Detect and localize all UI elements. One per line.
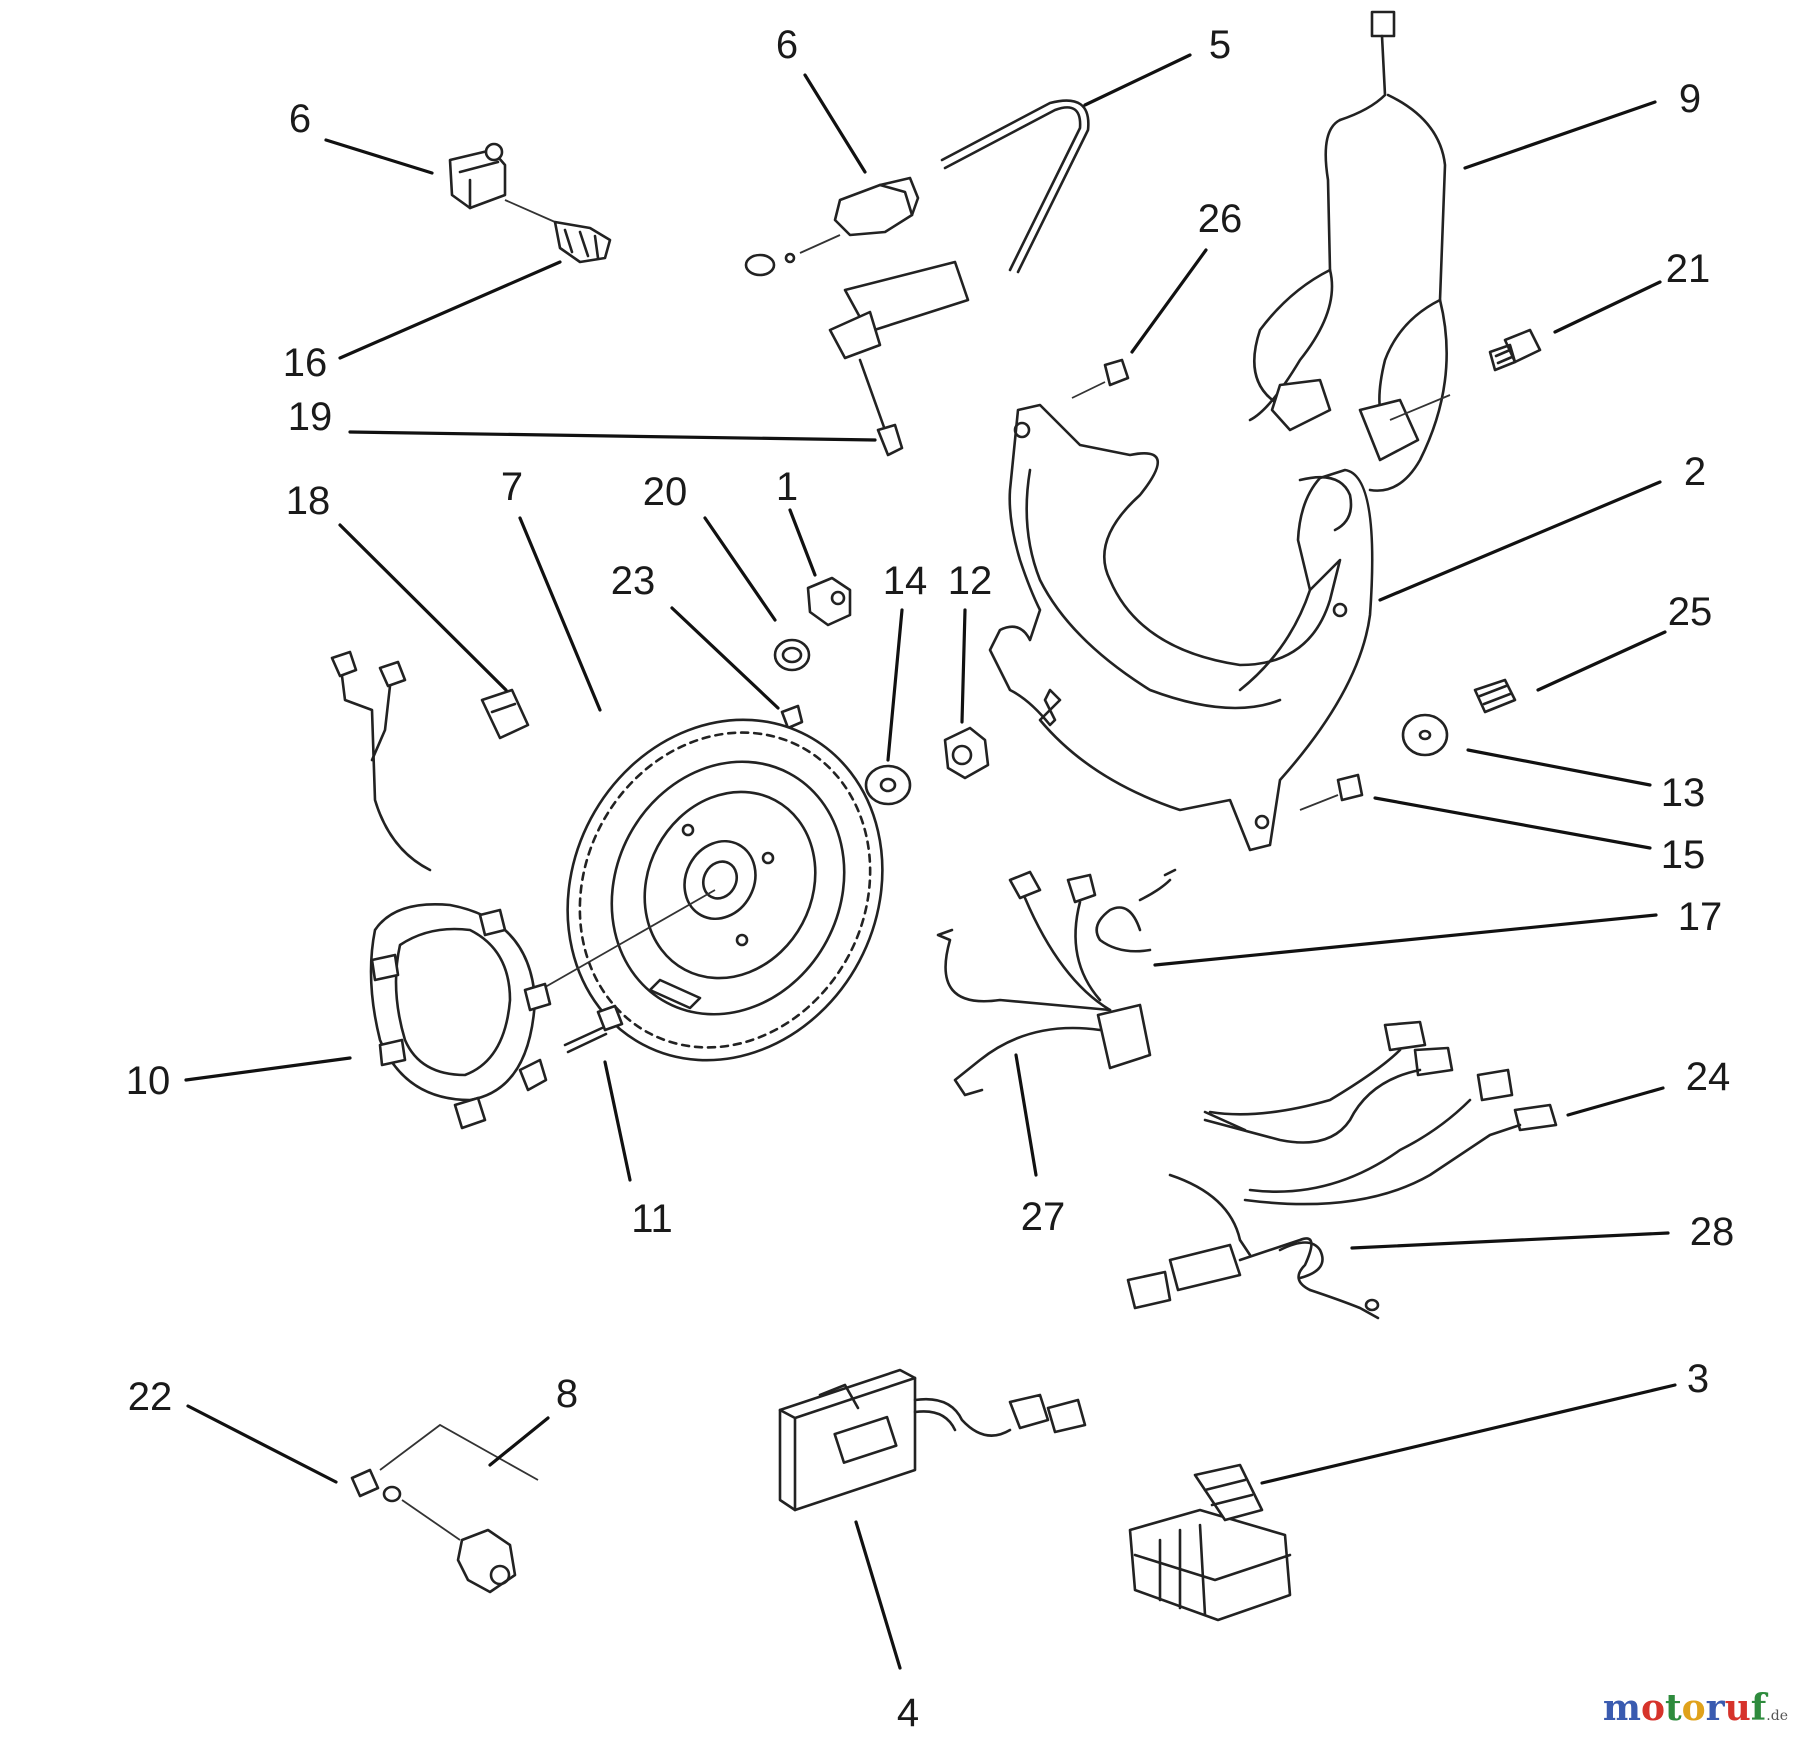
leader-2 [1378,480,1662,602]
callout-14: 14 [883,559,928,603]
callout-6-left: 6 [289,97,311,141]
callout-12: 12 [948,559,993,603]
part-28-harness [1126,1173,1380,1320]
part-6-connector-left [448,142,556,223]
part-23-key [780,704,804,730]
part-7-flywheel [539,718,884,1062]
callout-10: 10 [126,1059,171,1103]
callout-7: 7 [501,465,523,509]
callout-24: 24 [1686,1055,1731,1099]
part-13-washer [1401,713,1449,757]
callout-labels: 6 16 6 5 9 26 21 19 2 18 7 20 1 23 14 12… [126,23,1735,1735]
leader-25 [1536,630,1667,692]
callout-1: 1 [776,465,798,509]
part-6-plug-boot [744,176,920,277]
watermark-letter: u [1724,1687,1751,1729]
callout-21: 21 [1666,247,1711,291]
leader-26 [1130,248,1208,354]
watermark-suffix: .de [1766,1708,1788,1724]
callout-22: 22 [128,1375,173,1419]
part-3-regulator [1128,1463,1292,1622]
callout-15: 15 [1661,833,1706,877]
callout-28: 28 [1690,1210,1735,1254]
callout-20: 20 [643,470,688,514]
leader-22 [186,1404,338,1484]
watermark-letter: t [1664,1687,1682,1729]
callout-13: 13 [1661,771,1706,815]
leader-10 [184,1056,352,1082]
leader-13 [1466,748,1652,787]
watermark-letters: motoruf [1603,1687,1766,1729]
leader-27 [1014,1053,1038,1177]
part-12-nut [943,726,990,780]
leader-19 [348,430,877,442]
part-5-ignition-wire [828,99,1090,457]
leader-lines [184,53,1677,1670]
part-4-module [778,1368,1087,1512]
part-15-stud [1299,773,1364,811]
callout-4: 4 [897,1691,919,1735]
callout-18: 18 [286,479,331,523]
part-20-washer [773,638,811,672]
part-26-fastener [1071,358,1130,399]
leader-3 [1260,1383,1677,1485]
part-10-stator [330,650,552,1130]
leader-24 [1566,1086,1665,1117]
callout-23: 23 [611,559,656,603]
watermark-logo: motoruf.de [1603,1687,1788,1729]
leader-1 [788,508,817,577]
leader-8 [488,1416,550,1467]
watermark-letter: o [1640,1687,1665,1729]
leader-17 [1153,913,1658,967]
leader-14 [886,608,904,762]
callout-26: 26 [1198,197,1243,241]
part-2-blower-housing [988,403,1374,852]
callout-11: 11 [631,1197,673,1241]
part-8-solenoid [379,1423,539,1594]
leader-7 [518,516,602,712]
part-17-harness [936,868,1177,1097]
leader-4 [854,1520,902,1670]
leader-16 [338,260,562,360]
callout-6-top: 6 [776,23,798,67]
callout-5: 5 [1209,23,1231,67]
part-16-terminal [553,220,612,264]
callout-9: 9 [1679,77,1701,121]
watermark-letter: m [1602,1687,1641,1729]
part-25-screw [1473,678,1517,714]
leader-6-left [324,138,434,175]
leader-18 [338,523,508,692]
callout-25: 25 [1668,590,1713,634]
leader-23 [670,606,780,710]
part-22-screw [350,1468,461,1541]
leader-9 [1463,100,1657,170]
part-1-nut [806,576,852,627]
watermark-letter: f [1750,1687,1767,1729]
leader-28 [1350,1231,1670,1250]
leader-15 [1373,796,1652,850]
callout-2: 2 [1684,450,1706,494]
part-11-bolt [563,1004,624,1054]
part-14-washer [864,764,912,806]
leader-20 [703,516,777,622]
leader-12 [960,608,967,724]
leader-6-top [803,73,867,174]
callout-16: 16 [283,341,328,385]
part-21-screw [1488,328,1542,372]
part-9-wiring-loom [1248,10,1451,492]
callout-8: 8 [556,1372,578,1416]
part-18-clip [480,688,530,740]
callout-19: 19 [288,395,333,439]
callout-17: 17 [1678,895,1723,939]
part-24-harness [1203,1020,1558,1206]
leader-5 [1083,53,1192,107]
watermark-letter: o [1681,1687,1706,1729]
leader-11 [603,1060,632,1182]
callout-3: 3 [1687,1357,1709,1401]
watermark-letter: r [1705,1687,1725,1729]
callout-27: 27 [1021,1195,1066,1239]
leader-21 [1553,280,1662,334]
